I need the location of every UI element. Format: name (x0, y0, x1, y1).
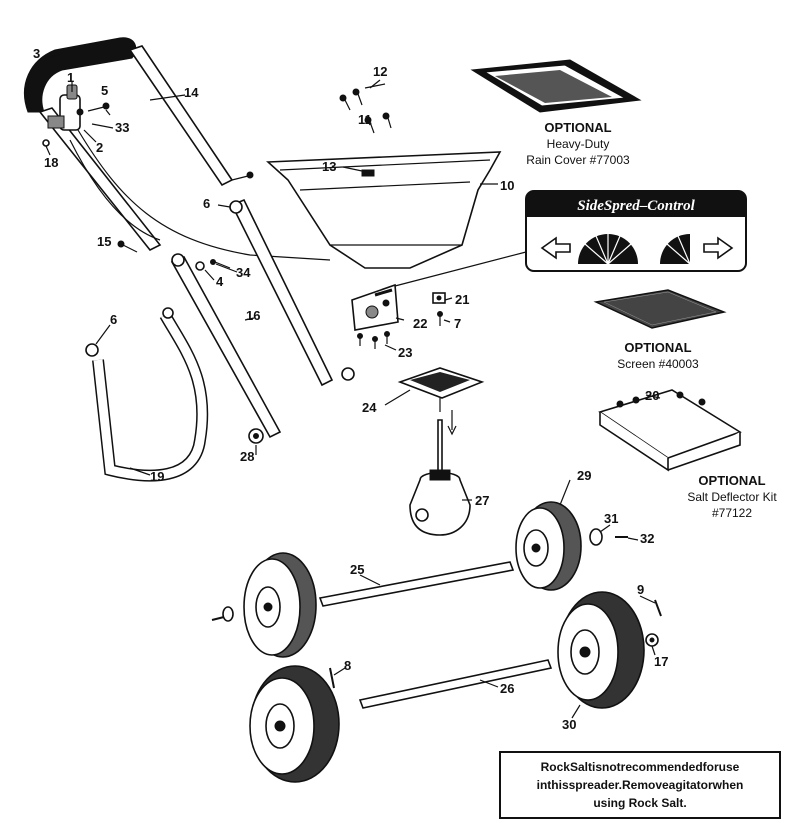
gearbox (409, 419, 471, 536)
frame-19 (85, 307, 209, 482)
label-34: 34 (236, 265, 251, 280)
screen-line1: Screen #40003 (617, 357, 699, 371)
rain-cover-caption: OPTIONAL Heavy-Duty Rain Cover #77003 (526, 120, 630, 167)
label-26: 26 (500, 681, 514, 696)
bracket-21 (432, 292, 446, 304)
control-cable (69, 129, 331, 261)
pins-8-9-17 (329, 599, 662, 689)
deflector-optional: OPTIONAL (698, 473, 765, 488)
label-6a: 6 (203, 196, 210, 211)
handle-tube-16 (170, 253, 282, 439)
impeller (397, 367, 485, 436)
label-12: 12 (373, 64, 387, 79)
deflector-line1: Salt Deflector Kit (687, 490, 777, 504)
label-30: 30 (562, 717, 576, 732)
label-24: 24 (362, 400, 377, 415)
rain-cover (470, 59, 642, 113)
label-31: 31 (604, 511, 618, 526)
sidespred-control-badge: SideSpred–Control (525, 190, 747, 272)
label-1: 1 (67, 70, 74, 85)
label-25: 25 (350, 562, 364, 577)
deflector-line2: #77122 (712, 506, 752, 520)
label-7: 7 (454, 316, 461, 331)
label-10: 10 (500, 178, 514, 193)
warning-line1: RockSaltisnotrecommendedforuse (541, 760, 740, 774)
label-8: 8 (344, 658, 351, 673)
label-32: 32 (640, 531, 654, 546)
label-4: 4 (216, 274, 224, 289)
label-16: 16 (246, 308, 260, 323)
screen-caption: OPTIONAL Screen #40003 (617, 340, 699, 371)
deflector-caption: OPTIONAL Salt Deflector Kit #77122 (687, 473, 777, 520)
label-20: 20 (645, 388, 659, 403)
label-21: 21 (455, 292, 469, 307)
fan-left-icon (578, 234, 638, 265)
label-14: 14 (184, 85, 199, 100)
rain-cover-line1: Heavy-Duty (547, 137, 610, 151)
label-18: 18 (44, 155, 58, 170)
wheel-30 (557, 591, 645, 709)
warning-line2: inthisspreader.Removeagitatorwhen (537, 778, 744, 792)
rock-salt-warning: RockSaltisnotrecommendedforuse inthisspr… (499, 751, 781, 819)
leader-lines (44, 54, 661, 719)
sidespred-title: SideSpred–Control (577, 198, 695, 214)
label-22: 22 (413, 316, 427, 331)
gate-plate (351, 283, 399, 331)
wheel-left-lower (249, 665, 340, 783)
washer-28 (248, 428, 264, 444)
label-13: 13 (322, 159, 336, 174)
fan-right-icon (660, 234, 691, 265)
label-28: 28 (240, 449, 254, 464)
axle-26 (358, 659, 553, 709)
label-3: 3 (33, 46, 40, 61)
hopper-bolts (339, 83, 392, 134)
hubcap-31 (589, 528, 628, 546)
label-2: 2 (96, 140, 103, 155)
screen-optional: OPTIONAL (624, 340, 691, 355)
warning-line3: using Rock Salt. (593, 796, 686, 810)
label-9: 9 (637, 582, 644, 597)
axle-25 (318, 561, 515, 607)
wheel-29 (515, 501, 582, 591)
label-11: 11 (358, 112, 372, 127)
screen (593, 289, 727, 329)
screws-7-23 (357, 311, 443, 349)
label-23: 23 (398, 345, 412, 360)
arrow-left-icon (540, 236, 571, 260)
label-33: 33 (115, 120, 129, 135)
small-hardware (87, 102, 254, 271)
rain-cover-line2: Rain Cover #77003 (526, 153, 630, 167)
wheel-left-upper (211, 552, 317, 658)
rain-cover-optional: OPTIONAL (544, 120, 611, 135)
salt-deflector (598, 389, 742, 472)
label-29: 29 (577, 468, 591, 483)
label-19: 19 (150, 469, 164, 484)
hopper (266, 151, 502, 269)
label-5: 5 (101, 83, 108, 98)
label-15: 15 (97, 234, 111, 249)
part-number-labels: 3 1 5 33 2 18 14 12 11 13 10 6 15 34 4 1… (33, 46, 668, 732)
handle-tube-right (229, 198, 355, 387)
label-17: 17 (654, 654, 668, 669)
label-6b: 6 (110, 312, 117, 327)
arrow-right-icon (703, 236, 734, 260)
label-27: 27 (475, 493, 489, 508)
